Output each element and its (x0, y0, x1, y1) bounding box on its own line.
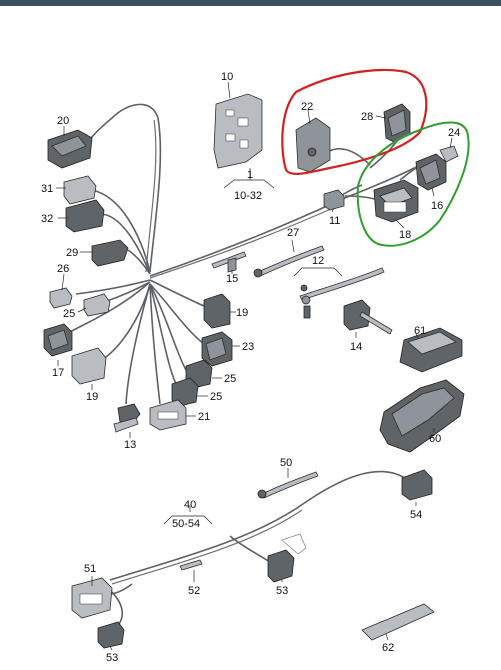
part-25-connector-lower (171, 377, 199, 407)
green-highlight-outline (356, 121, 470, 247)
callout-25-lower: 25 (210, 391, 222, 403)
part-22-connector (295, 117, 331, 173)
callout-54: 54 (410, 509, 422, 521)
callout-labels: 10 22 28 24 20 1 10-32 31 32 11 16 18 29… (41, 71, 460, 664)
callout-24: 24 (448, 127, 460, 139)
callout-29: 29 (66, 247, 78, 259)
part-53-connector-right (267, 533, 307, 583)
callout-53-right: 53 (276, 585, 288, 597)
callout-27: 27 (287, 227, 299, 239)
part-19-connector-right (203, 293, 231, 329)
part-62-seal-strip (361, 603, 435, 641)
lower-harness-wires (89, 470, 409, 633)
callout-16: 16 (431, 200, 443, 212)
callout-19-bottom: 19 (86, 391, 98, 403)
callout-17: 17 (52, 367, 64, 379)
part-21-connector (149, 399, 187, 431)
part-31-connector (63, 175, 97, 205)
callout-11: 11 (329, 215, 340, 227)
callout-25-upper: 25 (224, 373, 236, 385)
part-52-clip (179, 559, 203, 571)
part-25-connector-left (83, 293, 111, 317)
callout-13: 13 (124, 439, 136, 451)
part-19-connector-bottom (71, 347, 107, 385)
leader-lines (56, 81, 453, 651)
callout-52: 52 (188, 585, 200, 597)
callout-23: 23 (242, 341, 254, 353)
callout-14: 14 (350, 341, 362, 353)
part-14-holder (343, 299, 393, 335)
callout-19-right: 19 (236, 307, 248, 319)
part-16-connector (415, 153, 447, 191)
callout-40: 40 (184, 499, 196, 511)
part-18-connector (373, 179, 419, 223)
part-26-connector (49, 287, 73, 309)
callout-32: 32 (41, 213, 53, 225)
callout-31: 31 (41, 183, 53, 195)
part-50-tie (257, 471, 319, 499)
callout-53-bottom: 53 (106, 652, 118, 664)
part-15-clip (211, 251, 247, 273)
part-13-clip (113, 403, 141, 433)
callout-10-32: 10-32 (234, 190, 262, 202)
part-32-connector (65, 199, 105, 233)
callout-60: 60 (429, 433, 441, 445)
part-24-connector (439, 145, 459, 163)
part-20-connector (47, 129, 93, 169)
callout-62: 62 (382, 642, 394, 654)
callout-50: 50 (280, 457, 292, 469)
part-23-connector (201, 331, 233, 367)
top-bar (0, 0, 501, 6)
callout-21: 21 (198, 411, 210, 423)
callout-20: 20 (57, 115, 69, 127)
red-highlight-outline (281, 68, 428, 176)
part-27-cable-tie (253, 245, 325, 278)
part-17-connector (43, 323, 73, 357)
callout-25-left: 25 (63, 308, 75, 320)
part-11-connector (323, 189, 345, 211)
part-54-connector (401, 469, 433, 501)
part-51-connector (71, 577, 113, 619)
callout-12: 12 (312, 255, 324, 267)
part-12-cable-tie (299, 267, 385, 319)
part-53-connector-bottom (97, 621, 125, 649)
callout-28: 28 (361, 111, 373, 123)
callout-61: 61 (414, 325, 426, 337)
part-60-housing (379, 379, 465, 453)
callout-18: 18 (399, 229, 411, 241)
callout-50-54: 50-54 (172, 518, 200, 530)
part-29-connector (91, 239, 129, 267)
callout-51: 51 (84, 563, 96, 575)
callout-22: 22 (301, 101, 313, 113)
callout-26: 26 (57, 263, 69, 275)
part-10-bracket (213, 93, 263, 169)
part-61-cover (399, 327, 463, 373)
callout-10: 10 (221, 71, 233, 83)
callout-15: 15 (226, 273, 238, 285)
callout-1: 1 (247, 169, 253, 181)
